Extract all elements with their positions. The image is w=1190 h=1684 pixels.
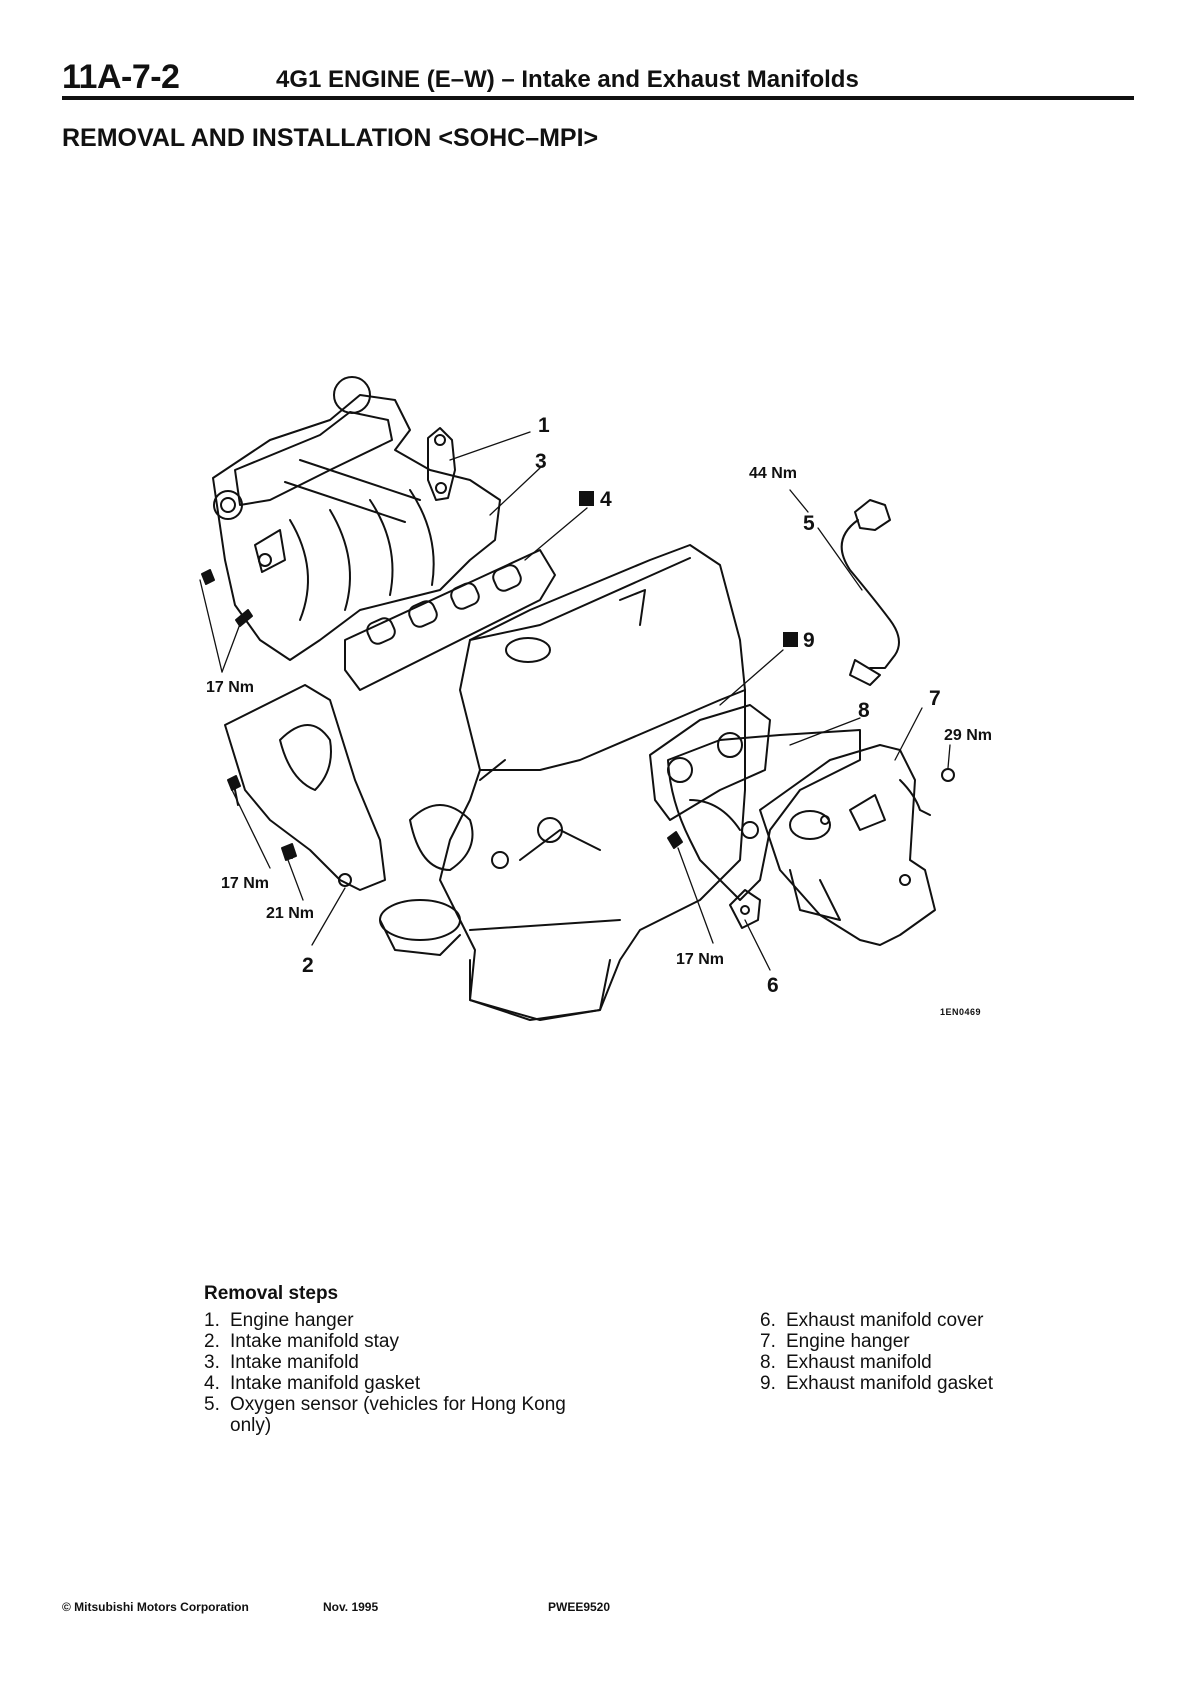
exhaust-manifold-cover-hanger [759, 744, 936, 946]
new-part-mark-4-letter: N [582, 493, 591, 507]
footer-document-code: PWEE9520 [548, 1600, 611, 1614]
step-number: 4. [204, 1373, 220, 1394]
leader-lines [199, 431, 951, 971]
removal-step: 1. Engine hanger [204, 1310, 574, 1331]
step-text: Engine hanger [786, 1331, 910, 1352]
step-number: 1. [204, 1310, 220, 1331]
torque-29nm: 29 Nm [944, 727, 992, 744]
callout-3: 3 [535, 450, 547, 473]
step-number: 5. [204, 1394, 220, 1415]
step-text: Exhaust manifold [786, 1352, 932, 1373]
step-text: Engine hanger [230, 1310, 354, 1331]
step-number: 3. [204, 1352, 220, 1373]
callout-5: 5 [803, 512, 815, 535]
new-part-mark-9: N [783, 632, 798, 648]
removal-steps-left: 1. Engine hanger 2. Intake manifold stay… [204, 1310, 574, 1436]
header-rule [62, 96, 1134, 100]
callout-2: 2 [302, 954, 314, 977]
removal-step: 5. Oxygen sensor (vehicles for Hong Kong… [204, 1394, 574, 1436]
callout-7: 7 [929, 687, 941, 710]
footer-copyright: © Mitsubishi Motors Corporation [62, 1600, 249, 1614]
removal-step: 4. Intake manifold gasket [204, 1373, 574, 1394]
footer-date: Nov. 1995 [323, 1600, 379, 1614]
engine-hanger-1 [427, 427, 456, 501]
removal-steps-heading: Removal steps [204, 1283, 339, 1304]
step-text: Oxygen sensor (vehicles for Hong Kong on… [230, 1394, 566, 1436]
callout-1: 1 [538, 414, 550, 437]
step-number: 2. [204, 1331, 220, 1352]
intake-manifold-gasket [344, 549, 556, 691]
torque-17nm-stay: 17 Nm [221, 875, 269, 892]
removal-steps-right: 6. Exhaust manifold cover 7. Engine hang… [760, 1310, 1120, 1394]
callout-6: 6 [767, 974, 779, 997]
intake-manifold-bolts [201, 569, 253, 627]
step-number: 7. [760, 1331, 776, 1352]
removal-step: 9. Exhaust manifold gasket [760, 1373, 1120, 1394]
exhaust-fasteners [227, 768, 955, 861]
step-text: Exhaust manifold gasket [786, 1373, 994, 1394]
removal-step: 7. Engine hanger [760, 1331, 1120, 1352]
page-header-title: 4G1 ENGINE (E–W) – Intake and Exhaust Ma… [276, 66, 859, 93]
exhaust-cover-flange [729, 889, 761, 929]
step-text: Intake manifold gasket [230, 1373, 421, 1394]
callout-4: 4 [600, 488, 612, 511]
callout-9: 9 [803, 629, 815, 652]
intake-manifold-stay [224, 684, 386, 891]
step-number: 9. [760, 1373, 776, 1394]
section-title: REMOVAL AND INSTALLATION <SOHC–MPI> [62, 124, 599, 152]
new-part-mark-9-letter: N [786, 634, 795, 648]
step-text: Intake manifold [230, 1352, 359, 1373]
drawing-code: 1EN0469 [940, 1007, 981, 1017]
removal-step: 8. Exhaust manifold [760, 1352, 1120, 1373]
callout-8: 8 [858, 699, 870, 722]
removal-step: 2. Intake manifold stay [204, 1331, 574, 1352]
step-number: 6. [760, 1310, 776, 1331]
torque-21nm-stay: 21 Nm [266, 905, 314, 922]
oxygen-sensor [840, 499, 900, 686]
torque-17nm-exhaust: 17 Nm [676, 951, 724, 968]
engine-assembly [379, 544, 746, 1021]
torque-44nm: 44 Nm [749, 465, 797, 482]
page-number: 11A-7-2 [62, 58, 180, 96]
removal-step: 6. Exhaust manifold cover [760, 1310, 1120, 1331]
step-number: 8. [760, 1352, 776, 1373]
exploded-view-diagram: 1 3 N 4 44 Nm 5 N 9 8 7 29 Nm 17 Nm 17 N… [199, 376, 992, 1021]
intake-manifold [212, 376, 501, 661]
step-text: Exhaust manifold cover [786, 1310, 984, 1331]
new-part-mark-4: N [579, 491, 594, 507]
torque-17nm-intake: 17 Nm [206, 679, 254, 696]
step-text: Intake manifold stay [230, 1331, 399, 1352]
removal-step: 3. Intake manifold [204, 1352, 574, 1373]
